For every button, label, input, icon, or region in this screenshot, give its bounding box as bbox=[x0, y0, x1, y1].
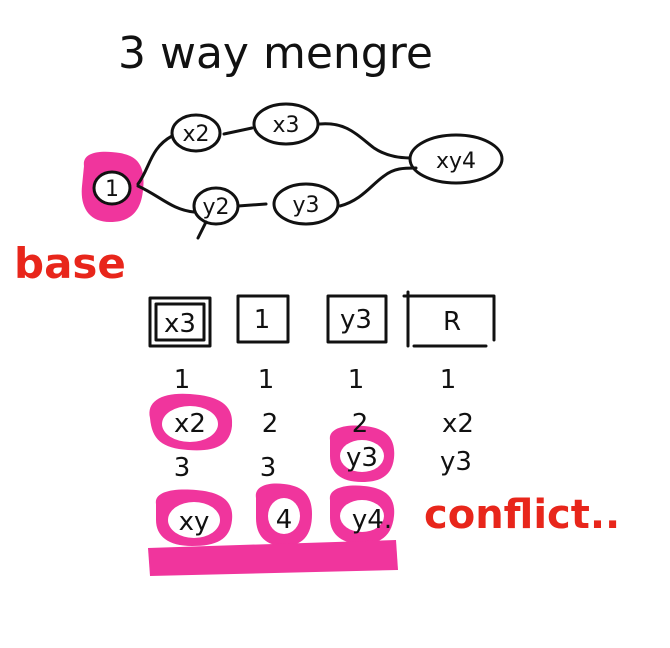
edge-y2-y3 bbox=[236, 202, 268, 208]
cell-0-0: 1 bbox=[174, 365, 191, 395]
conflict-underline bbox=[148, 540, 398, 576]
highlight-y4-inner bbox=[340, 500, 384, 532]
node-x2-label: x2 bbox=[182, 122, 209, 147]
header-x3-label: x3 bbox=[164, 309, 196, 339]
cell-2-1: 3 bbox=[260, 453, 277, 483]
cell-1-2: 2 bbox=[352, 409, 369, 439]
base-label: base bbox=[14, 239, 126, 288]
highlight-4-inner bbox=[268, 498, 300, 534]
table-rows: 1 1 1 1 x2 2 2 x2 3 3 y3 y3 xy 4 y4. bbox=[174, 365, 474, 537]
conflict-label: conflict.. bbox=[424, 492, 620, 538]
cell-2-0: 3 bbox=[174, 453, 191, 483]
node-base: 1 bbox=[92, 170, 132, 206]
edge-base-y2 bbox=[136, 184, 196, 214]
node-merge: xy4 bbox=[408, 133, 504, 185]
edge-y3-merge bbox=[338, 166, 418, 208]
diagram-title: 3 way mengre bbox=[118, 28, 433, 79]
header-y3-label: y3 bbox=[340, 305, 372, 335]
edge-y2-tail bbox=[196, 220, 208, 240]
header-r-label: R bbox=[443, 307, 461, 337]
header-r: R bbox=[402, 290, 496, 348]
cell-3-2: y4. bbox=[352, 505, 392, 535]
cell-0-3: 1 bbox=[440, 365, 457, 395]
header-1: 1 bbox=[236, 294, 290, 344]
node-y3-label: y3 bbox=[292, 193, 319, 218]
edge-base-x2 bbox=[136, 134, 174, 186]
header-y3: y3 bbox=[326, 294, 388, 344]
header-x3: x3 bbox=[148, 296, 212, 348]
node-x3: x3 bbox=[252, 102, 320, 146]
header-1-label: 1 bbox=[254, 305, 271, 335]
cell-1-3: x2 bbox=[442, 409, 474, 439]
edge-x2-x3 bbox=[222, 126, 254, 136]
node-base-label: 1 bbox=[105, 177, 119, 202]
node-y2: y2 bbox=[192, 186, 240, 226]
highlight-x2-inner bbox=[162, 406, 218, 442]
node-x2: x2 bbox=[170, 113, 222, 153]
node-x3-label: x3 bbox=[272, 113, 299, 138]
cell-0-2: 1 bbox=[348, 365, 365, 395]
highlight-xy-inner bbox=[168, 502, 220, 538]
cell-1-0: x2 bbox=[174, 409, 206, 439]
node-y2-label: y2 bbox=[202, 195, 229, 220]
cell-1-1: 2 bbox=[262, 409, 279, 439]
cell-0-1: 1 bbox=[258, 365, 275, 395]
cell-2-2: y3 bbox=[346, 443, 378, 473]
highlight-y3-inner bbox=[340, 440, 384, 472]
edge-x3-merge bbox=[318, 122, 412, 160]
cell-2-3: y3 bbox=[440, 447, 472, 477]
node-y3: y3 bbox=[272, 182, 340, 226]
cell-3-1: 4 bbox=[276, 505, 293, 535]
node-merge-label: xy4 bbox=[436, 149, 476, 174]
cell-3-0: xy bbox=[179, 507, 210, 537]
